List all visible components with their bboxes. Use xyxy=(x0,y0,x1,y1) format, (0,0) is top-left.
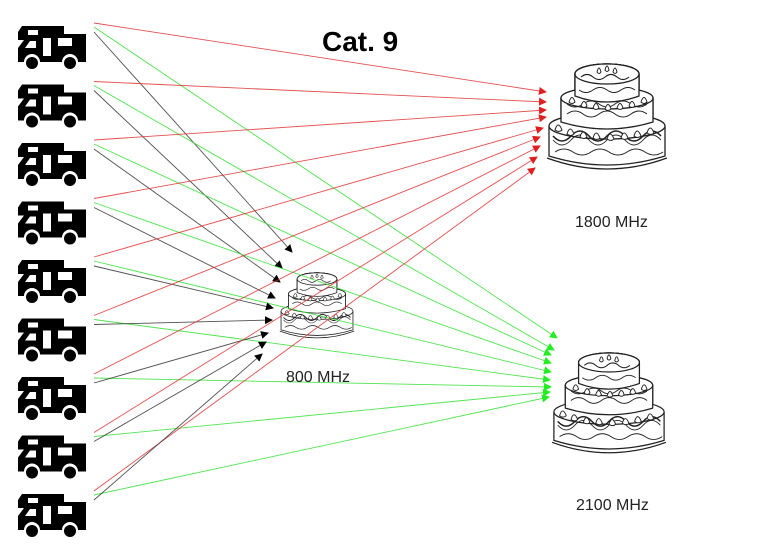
edge-camper-8-to-band-1800 xyxy=(93,156,538,433)
band-800-label: 800 MHz xyxy=(286,369,351,386)
edge-camper-5-to-band-1800 xyxy=(93,126,544,258)
edge-camper-3-to-band-800 xyxy=(93,148,281,283)
edge-camper-2-to-band-2100 xyxy=(93,85,555,351)
camper-van-icon xyxy=(18,26,86,69)
cake-icon xyxy=(551,352,667,454)
camper-van-icon xyxy=(18,143,86,186)
edge-camper-4-to-band-1800 xyxy=(93,114,547,199)
camper-van-icon xyxy=(18,494,86,537)
edge-camper-9-to-band-800 xyxy=(93,353,263,501)
camper-van-icon xyxy=(18,435,86,479)
edge-camper-7-to-band-2100 xyxy=(93,377,552,391)
edge-camper-5-to-band-2100 xyxy=(93,260,552,375)
edge-camper-4-to-band-2100 xyxy=(93,202,552,365)
edge-camper-2-to-band-800 xyxy=(93,90,283,269)
cake-icon xyxy=(546,63,668,170)
camper-van-icon xyxy=(18,377,86,420)
edge-camper-4-to-band-800 xyxy=(93,207,276,299)
nodes-layer xyxy=(18,26,668,537)
edge-camper-3-to-band-1800 xyxy=(93,106,547,141)
edge-camper-2-to-band-1800 xyxy=(93,81,547,106)
camper-van-icon xyxy=(18,84,86,128)
edge-camper-7-to-band-1800 xyxy=(93,145,541,375)
camper-van-icon xyxy=(18,260,86,303)
band-2100-label: 2100 MHz xyxy=(576,497,649,514)
edge-camper-1-to-band-1800 xyxy=(93,22,547,95)
diagram-title: Cat. 9 xyxy=(322,26,399,57)
edges-layer xyxy=(93,22,558,501)
edge-camper-5-to-band-800 xyxy=(93,265,274,311)
camper-van-icon xyxy=(18,201,86,245)
edge-camper-3-to-band-2100 xyxy=(93,143,552,356)
edge-camper-6-to-band-1800 xyxy=(93,135,541,316)
edge-camper-6-to-band-2100 xyxy=(93,319,551,384)
edge-camper-6-to-band-800 xyxy=(93,316,273,325)
edge-camper-8-to-band-2100 xyxy=(93,388,551,437)
edge-camper-9-to-band-1800 xyxy=(93,167,536,492)
band-1800-label: 1800 MHz xyxy=(575,214,648,231)
edge-camper-8-to-band-800 xyxy=(93,341,267,442)
camper-van-icon xyxy=(18,318,86,362)
edge-camper-9-to-band-2100 xyxy=(93,394,550,496)
edge-camper-7-to-band-800 xyxy=(93,331,269,384)
edge-camper-1-to-band-2100 xyxy=(93,26,558,339)
